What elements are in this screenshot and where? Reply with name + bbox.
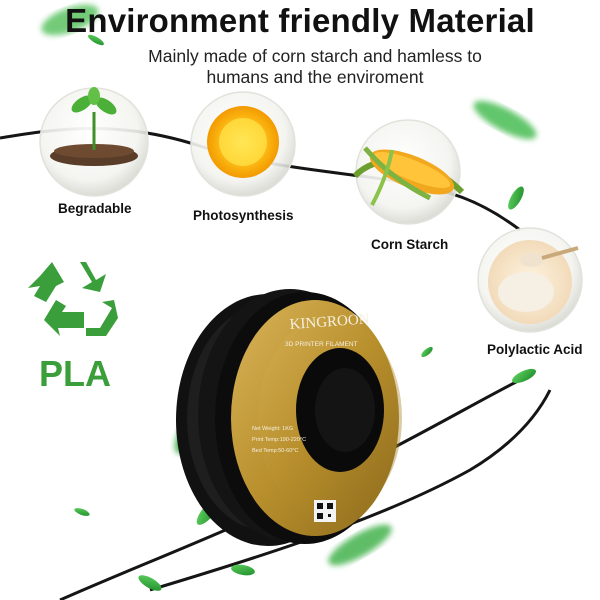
feature-label-degradable: Begradable <box>58 201 132 216</box>
powder-icon <box>477 227 583 333</box>
spool-brand: KINGROON <box>289 311 370 333</box>
leaf-icon <box>512 368 536 384</box>
leaf-icon <box>138 575 162 591</box>
feature-label-polylactic-acid: Polylactic Acid <box>487 342 583 357</box>
leaf-icon <box>74 508 90 516</box>
spool-product: 3D PRINTER FILAMENT <box>285 341 358 348</box>
filament-spool: KINGROON 3D PRINTER FILAMENT Net Weight:… <box>176 289 402 546</box>
recycle-icon <box>28 262 118 336</box>
subtitle-line: humans and the enviroment <box>206 67 424 87</box>
leaf-icon <box>231 564 255 576</box>
feature-label-corn-starch: Corn Starch <box>371 237 449 252</box>
leaf-icon <box>88 34 104 46</box>
page-title: Environment friendly Material <box>65 2 535 39</box>
filament-strand <box>149 389 552 592</box>
page-subtitle: Mainly made of corn starch and hamless t… <box>110 46 520 88</box>
pla-label: PLA <box>39 353 111 394</box>
spool-spec: Bed Temp:50-60°C <box>252 448 298 454</box>
feature-label-photosynthesis: Photosynthesis <box>193 208 294 223</box>
leaf-icon <box>421 346 433 358</box>
leaf-icon <box>328 524 392 566</box>
leaf-icon <box>473 100 537 140</box>
leaf-icon <box>41 4 99 36</box>
leaf-icon <box>508 186 524 210</box>
corn-icon <box>352 119 465 225</box>
subtitle-line: Mainly made of corn starch and hamless t… <box>148 46 482 66</box>
spool-spec: Print Temp:190-220°C <box>252 437 306 443</box>
spool-spec: Net Weight: 1KG <box>252 426 293 432</box>
sprout-icon <box>39 87 149 197</box>
sun-icon <box>190 91 296 197</box>
